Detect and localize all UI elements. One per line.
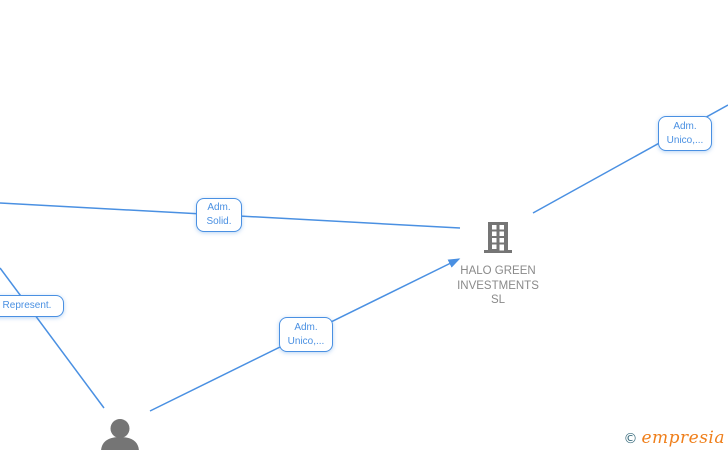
person-icon	[98, 419, 142, 450]
edge-label-line: Represent.	[2, 300, 52, 311]
building-icon	[484, 222, 512, 253]
edge-represent	[0, 267, 105, 409]
edge-label-adm-unico-bottom[interactable]: Adm. Unico,...	[279, 317, 333, 352]
edge-label-line: Adm.	[207, 202, 231, 213]
edge-label-line: Solid.	[206, 216, 232, 227]
edge-label-represent[interactable]: Represent.	[0, 295, 64, 317]
company-name-line: INVESTMENTS	[457, 279, 539, 292]
node-company-halo-green[interactable]: HALO GREEN INVESTMENTS SL	[442, 222, 554, 308]
edge-label-line: Unico,...	[666, 134, 704, 146]
edge-label-line: Unico,...	[287, 335, 325, 347]
empresia-logo-text: empresia	[641, 428, 725, 448]
edge-label-adm-unico-top[interactable]: Adm. Unico,...	[658, 116, 712, 151]
edge-label-line: Adm.	[294, 321, 318, 333]
edge-label-adm-solid[interactable]: Adm. Solid.	[196, 198, 242, 232]
company-name-line: SL	[490, 294, 506, 306]
copyright-icon: ©	[623, 431, 638, 447]
node-person[interactable]	[98, 418, 142, 450]
company-name-line: HALO GREEN	[460, 265, 536, 277]
empresia-watermark: © empresia	[623, 429, 725, 447]
edge-label-line: Adm.	[673, 120, 697, 132]
company-name: HALO GREEN INVESTMENTS SL	[442, 264, 554, 308]
